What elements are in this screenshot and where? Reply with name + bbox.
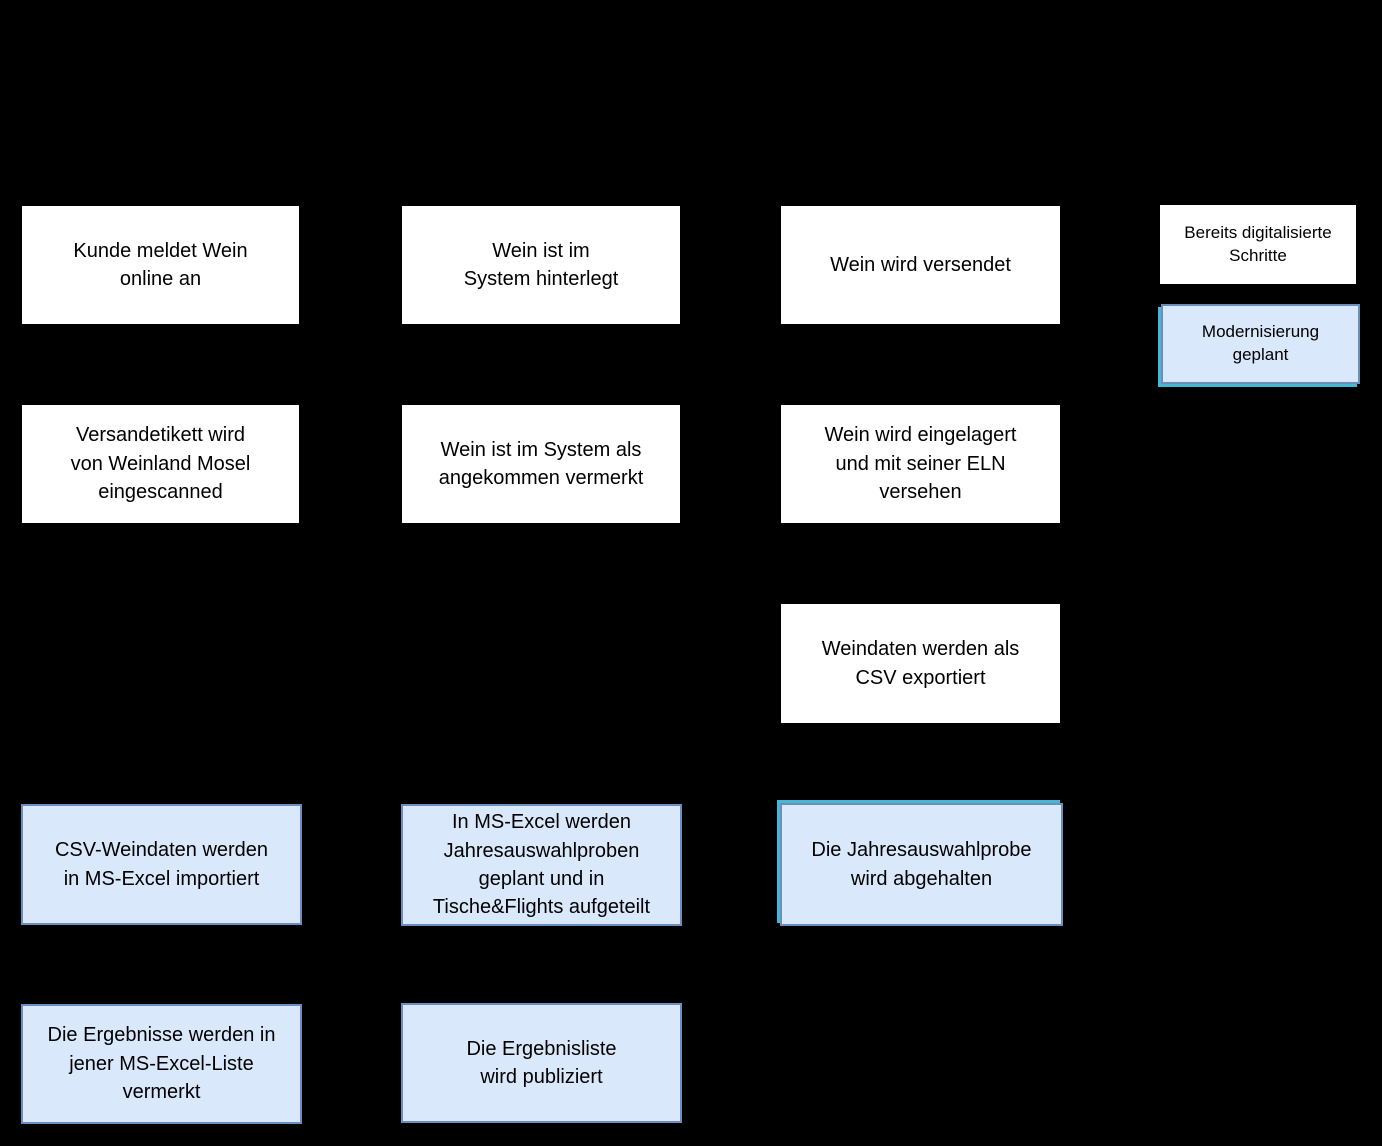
node-ergebnisse-excel-liste-vermerkt: Die Ergebnisse werden in jener MS-Excel-… [21, 1004, 302, 1124]
node-wein-eingelagert-eln: Wein wird eingelagert und mit seiner ELN… [781, 405, 1060, 523]
node-versandetikett-eingescanned: Versandetikett wird von Weinland Mosel e… [22, 405, 299, 523]
node-weindaten-csv-export: Weindaten werden als CSV exportiert [781, 604, 1060, 723]
node-wein-wird-versendet: Wein wird versendet [781, 206, 1060, 324]
legend-digitized-steps: Bereits digitalisierte Schritte [1160, 205, 1356, 284]
node-wein-im-system-hinterlegt: Wein ist im System hinterlegt [402, 206, 680, 324]
node-jahresauswahlprobe-abgehalten: Die Jahresauswahlprobe wird abgehalten [780, 803, 1063, 926]
node-excel-jahresauswahlproben-planung: In MS-Excel werden Jahresauswahlproben g… [401, 804, 682, 926]
node-csv-weindaten-import: CSV-Weindaten werden in MS-Excel importi… [21, 804, 302, 925]
legend-modernization-planned: Modernisierung geplant [1161, 304, 1360, 384]
node-ergebnisliste-publiziert: Die Ergebnisliste wird publiziert [401, 1003, 682, 1123]
node-wein-angekommen-vermerkt: Wein ist im System als angekommen vermer… [402, 405, 680, 523]
node-kunde-meldet-wein: Kunde meldet Wein online an [22, 206, 299, 324]
